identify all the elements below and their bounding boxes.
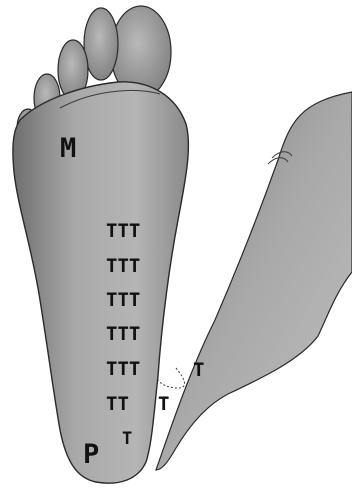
heel-crease	[156, 368, 185, 388]
t-row-2: TTT	[106, 255, 140, 277]
t-side-lower: T	[158, 393, 169, 415]
sole-shape	[13, 82, 189, 483]
t-row-4: TTT	[106, 323, 140, 345]
t-row-5: TTT	[106, 358, 140, 380]
label-m: M	[60, 133, 76, 164]
t-side-upper: T	[193, 359, 204, 381]
label-p: P	[83, 439, 99, 470]
t-row-7: T	[122, 429, 132, 449]
t-row-3: TTT	[106, 289, 140, 311]
t-row-6: TT	[106, 393, 129, 415]
t-row-1: TTT	[106, 220, 140, 242]
toe-second	[84, 8, 118, 80]
